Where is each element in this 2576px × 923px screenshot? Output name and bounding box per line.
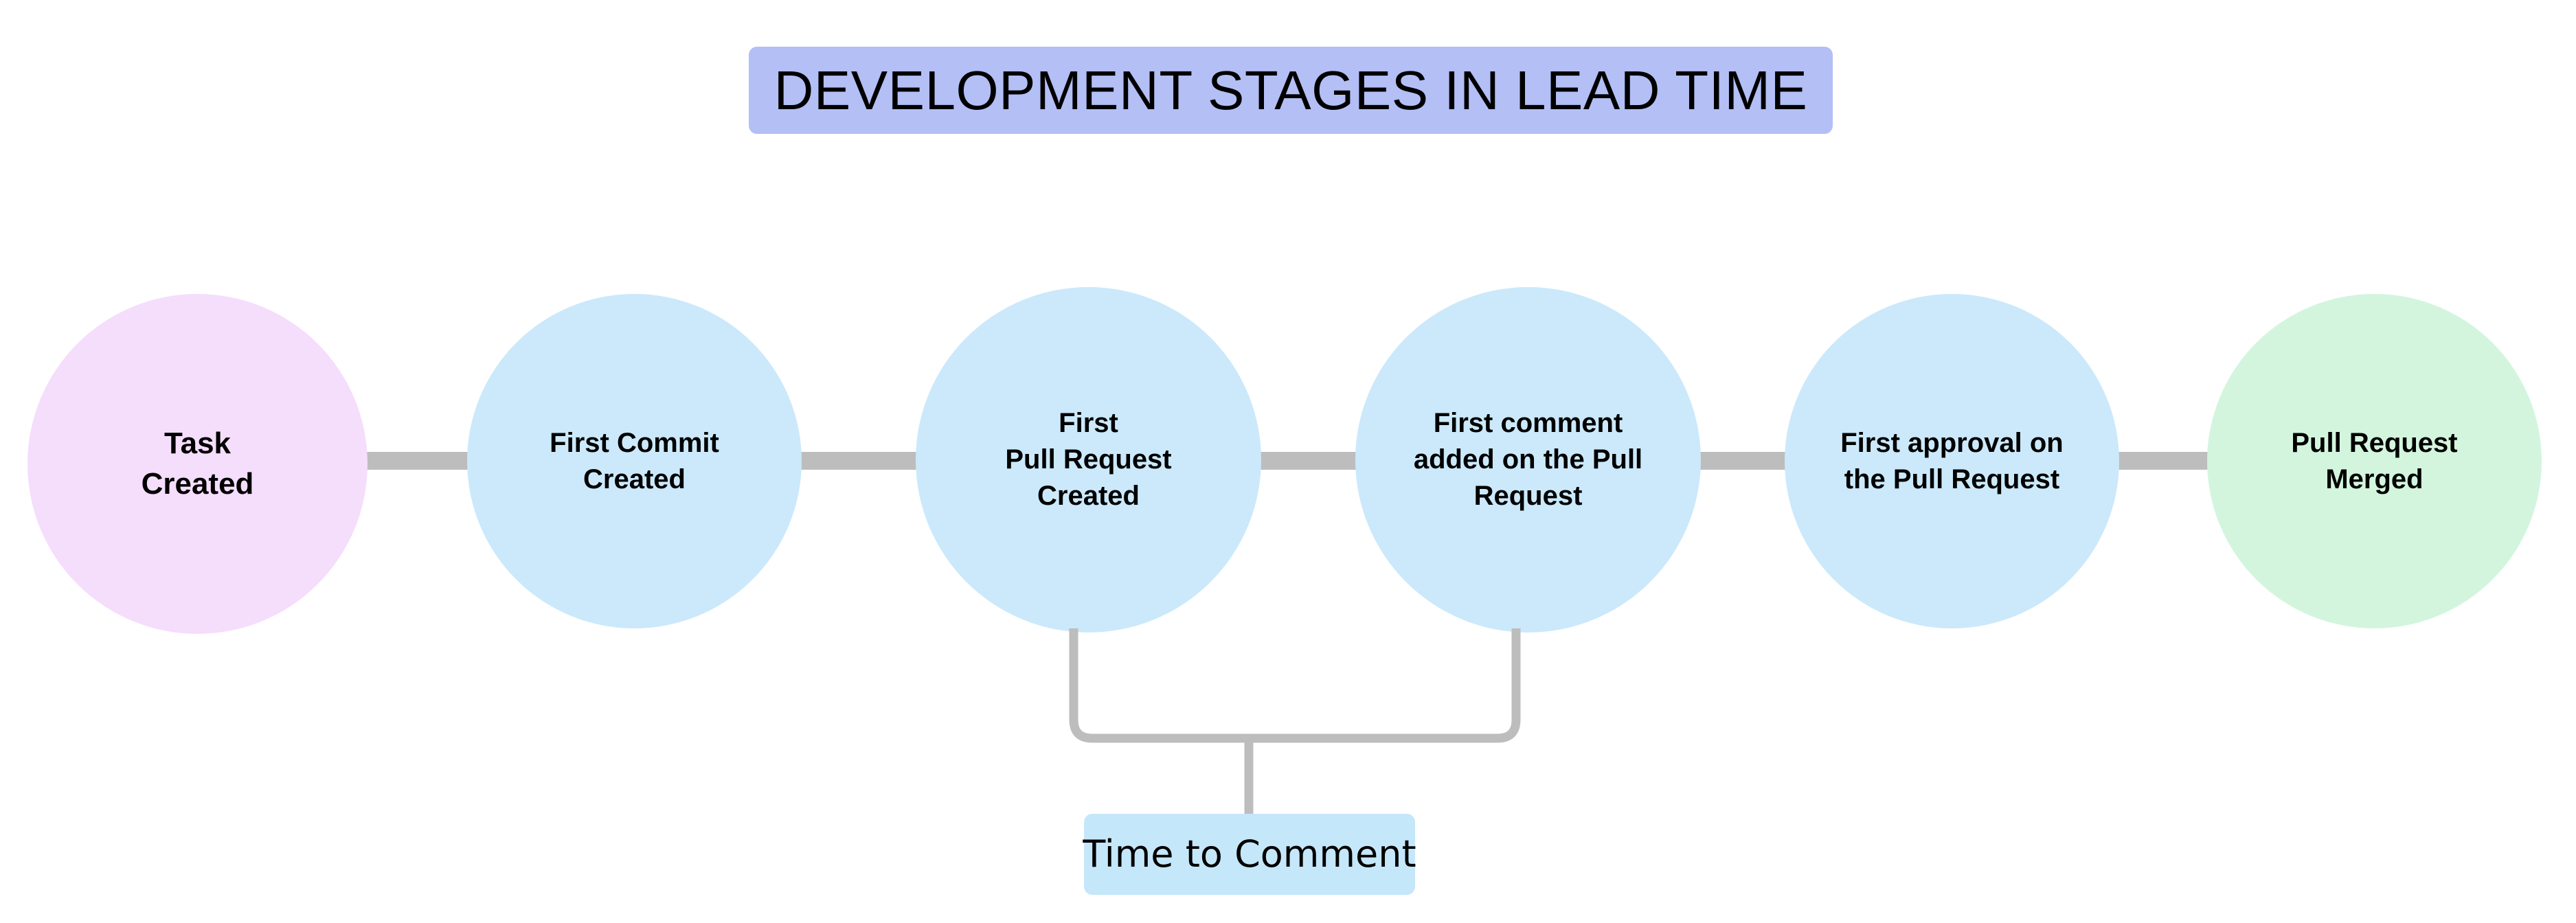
diagram-title-banner: DEVELOPMENT STAGES IN LEAD TIME	[749, 47, 1833, 134]
page-title: DEVELOPMENT STAGES IN LEAD TIME	[773, 59, 1808, 121]
stage-node-label: Pull Request Merged	[2291, 427, 2458, 494]
annotation-label-text: Time to Comment	[1083, 832, 1416, 876]
stage-node-first-pull-request[interactable]: First Pull Request Created	[916, 287, 1261, 633]
connector-1-2	[366, 452, 469, 470]
stage-node-label: First Pull Request Created	[1005, 408, 1172, 511]
stage-node-label: First Commit Created	[550, 427, 719, 494]
stage-node-label: First comment added on the Pull Request	[1413, 408, 1643, 511]
stage-node-task-created[interactable]: Task Created	[27, 294, 368, 634]
stage-node-pull-request-merged[interactable]: Pull Request Merged	[2207, 294, 2542, 628]
connector-2-3	[800, 452, 918, 470]
stage-node-first-comment[interactable]: First comment added on the Pull Request	[1355, 287, 1701, 633]
stage-node-label: Task Created	[141, 426, 254, 501]
stage-node-first-commit[interactable]: First Commit Created	[467, 294, 802, 628]
annotation-label-time-to-comment[interactable]: Time to Comment	[1083, 814, 1416, 895]
stage-node-label: First approval on the Pull Request	[1840, 427, 2064, 494]
connector-3-4	[1258, 452, 1358, 470]
stage-node-first-approval[interactable]: First approval on the Pull Request	[1785, 294, 2119, 628]
connector-5-6	[2117, 452, 2210, 470]
connector-4-5	[1698, 452, 1787, 470]
